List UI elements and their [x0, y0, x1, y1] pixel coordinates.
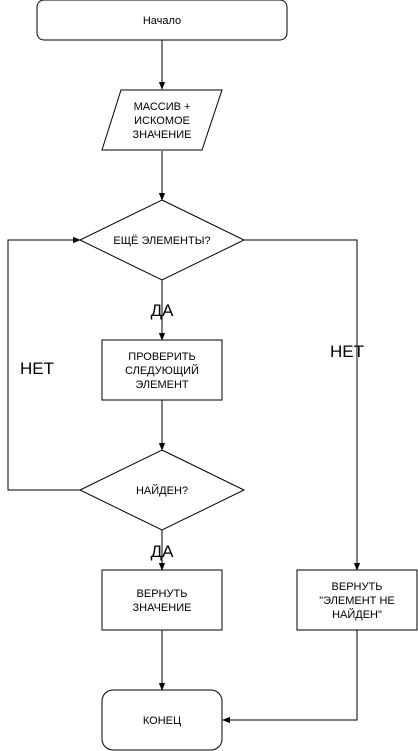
found-label: НАЙДЕН?: [136, 484, 188, 497]
not-found-line-3: НАЙДЕН": [332, 608, 382, 621]
input-node-line-1: МАССИВ +: [134, 101, 191, 113]
more-elements-label: ЕЩЁ ЭЛЕМЕНТЫ?: [113, 235, 210, 247]
end-node: КОНЕЦ: [101, 689, 223, 751]
not-found-line-2: "ЭЛЕМЕНТ НЕ: [319, 595, 395, 607]
edge-notfound-to-end: [222, 630, 358, 724]
input-node-line-2: ИСКОМОЕ: [134, 115, 190, 127]
return-value-line-2: ЗНАЧЕНИЕ: [133, 602, 192, 614]
edge-label-no-more: НЕТ: [330, 342, 364, 361]
end-node-label: КОНЕЦ: [143, 715, 181, 727]
edge-label-yes-found: ДА: [151, 542, 175, 561]
return-value-node: ВЕРНУТЬ ЗНАЧЕНИЕ: [101, 569, 223, 631]
not-found-node: ВЕРНУТЬ "ЭЛЕМЕНТ НЕ НАЙДЕН": [296, 569, 418, 631]
connectors: [7, 40, 361, 724]
check-next-line-1: ПРОВЕРИТЬ: [128, 351, 195, 363]
more-elements-decision: ЕЩЁ ЭЛЕМЕНТЫ?: [78, 199, 246, 281]
check-next-node: ПРОВЕРИТЬ СЛЕДУЮЩИЙ ЭЛЕМЕНТ: [101, 339, 223, 401]
not-found-line-1: ВЕРНУТЬ: [332, 581, 383, 593]
check-next-line-2: СЛЕДУЮЩИЙ: [125, 364, 199, 377]
input-node: МАССИВ + ИСКОМОЕ ЗНАЧЕНИЕ: [101, 89, 223, 151]
check-next-line-3: ЭЛЕМЕНТ: [135, 379, 189, 391]
return-value-line-1: ВЕРНУТЬ: [137, 588, 188, 600]
edge-label-yes-more: ДА: [151, 301, 175, 320]
edge-label-no-loop: НЕТ: [20, 359, 54, 378]
edge-decision-no-to-notfound: [244, 239, 361, 571]
edge-found-no-loop: [7, 236, 81, 491]
input-node-line-3: ЗНАЧЕНИЕ: [133, 129, 192, 141]
found-decision: НАЙДЕН?: [78, 449, 246, 531]
start-node: Начало: [36, 0, 288, 41]
start-node-label: Начало: [143, 15, 181, 27]
